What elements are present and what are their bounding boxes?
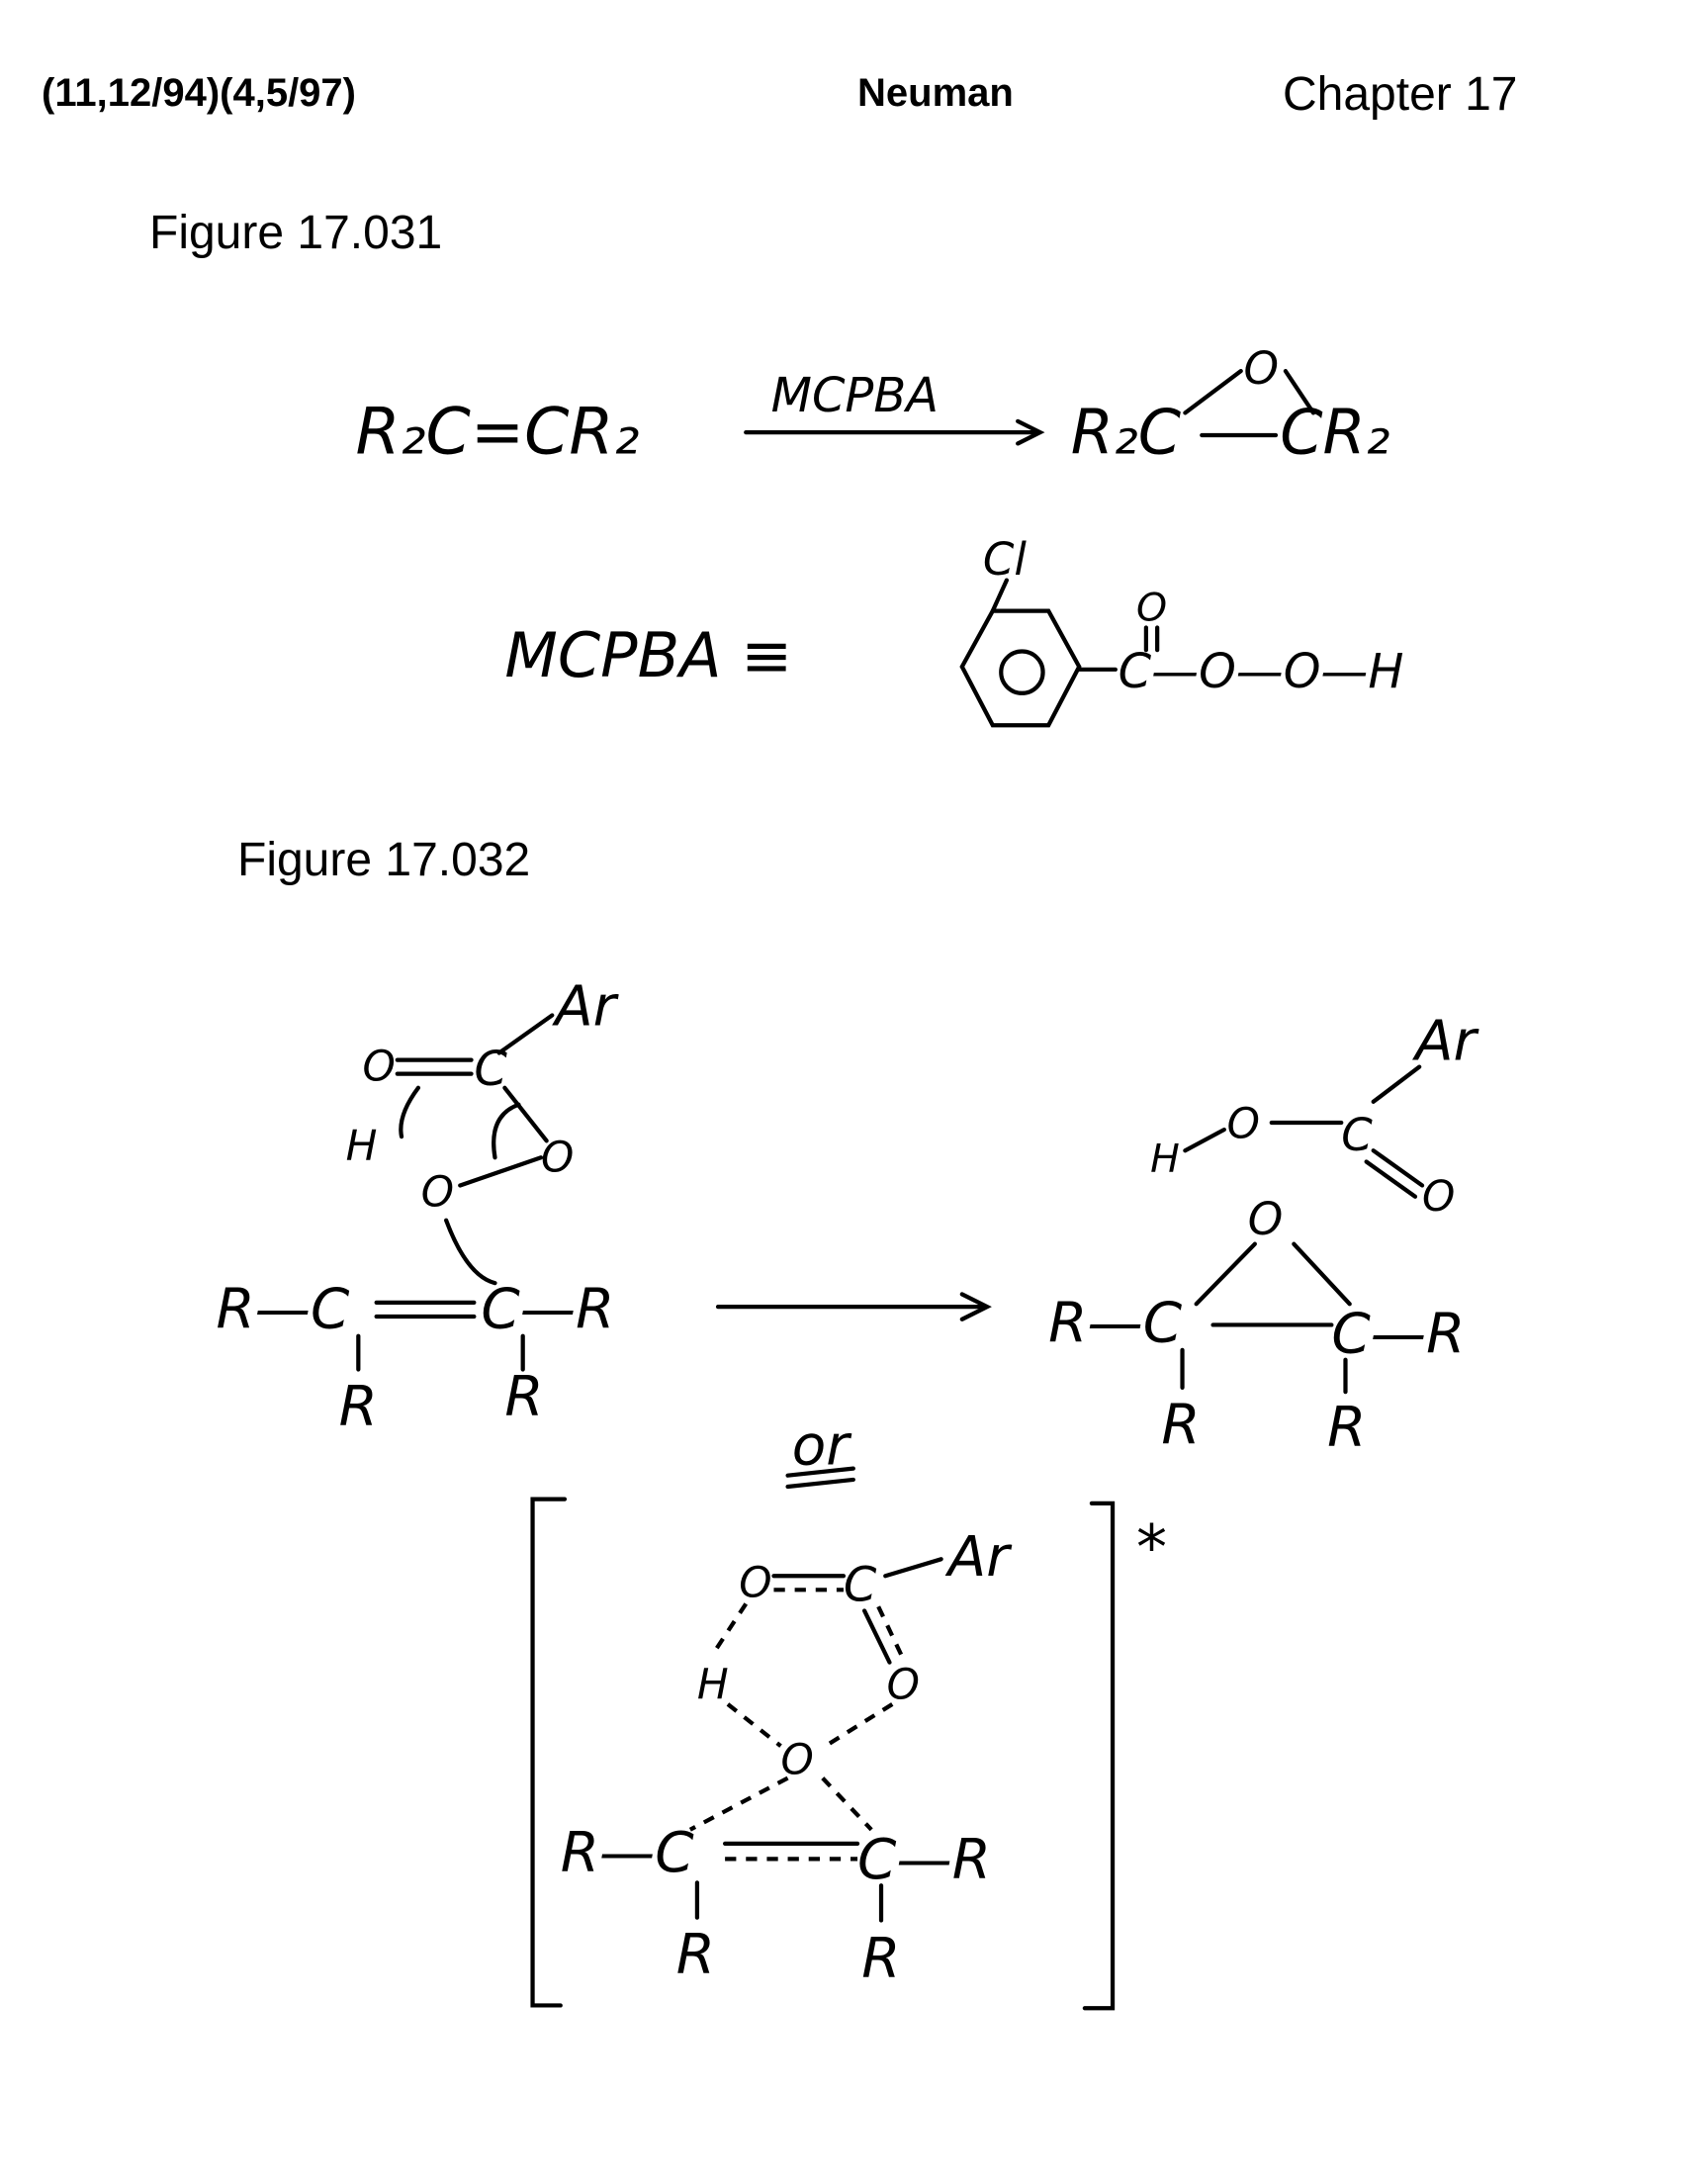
r-substituent-left: R: [1161, 1393, 1200, 1457]
hydroxyl-oxygen: O: [1227, 1100, 1260, 1148]
co-double-2: [1364, 1159, 1418, 1199]
ring-oxygen: O: [541, 1133, 574, 1181]
carbonyl-oxygen: O: [363, 1043, 396, 1091]
epoxide-right-carbon: C—R: [1331, 1303, 1465, 1367]
product-left-carbon: R₂C: [1071, 396, 1182, 468]
h-o-partial-bond: [726, 1702, 782, 1748]
reactant-complex: Ar O C O H O R—C C—R R R: [217, 974, 620, 1439]
co-double-1: [1371, 1148, 1425, 1188]
right-alkene-carbon: C—R: [481, 1277, 614, 1341]
r-substituent-right: R: [504, 1365, 543, 1429]
mcpba-structure: MCPBA ≡ Cl O C—O—O—H: [504, 533, 1404, 728]
curved-arrow: [492, 1102, 521, 1160]
carboxyl-carbon: C: [474, 1043, 507, 1097]
left-bracket: [530, 1497, 568, 2008]
ts-oxygen-2: O: [887, 1660, 920, 1708]
ts-right-carbon: C—R: [857, 1828, 991, 1892]
products: Ar H O C O O R—C C—R R R: [1048, 1010, 1479, 1461]
curved-arrow: [444, 1218, 497, 1286]
c-ar-bond: [1371, 1064, 1422, 1104]
reactant-alkene: R₂C=CR₂: [356, 395, 640, 469]
left-alkene-carbon: R—C: [217, 1277, 351, 1341]
ts-oxygen-1: O: [739, 1558, 771, 1606]
co-partial-bond: [876, 1605, 906, 1661]
epoxide-oxygen: O: [1248, 1193, 1284, 1245]
hydrogen-label: H: [1150, 1136, 1180, 1181]
h-o-bond: [1183, 1127, 1226, 1153]
hydrogen-label: H: [346, 1122, 378, 1170]
aryl-label: Ar: [945, 1525, 1014, 1590]
o-o-bond: [458, 1155, 544, 1188]
aryl-label: Ar: [1412, 1010, 1480, 1074]
transition-state: * Ar O C O H O R—C C—R R R: [530, 1497, 1167, 2011]
curved-arrow: [399, 1085, 421, 1139]
cl-bond: [990, 578, 1010, 613]
reagent-label: MCPBA: [771, 369, 939, 423]
o-o-partial-bond: [824, 1702, 894, 1749]
aromatic-circle: [999, 649, 1045, 695]
epoxidation-reaction: R₂C=CR₂ MCPBA R₂C CR₂ O: [356, 342, 1390, 469]
peracid-chain: C—O—O—H: [1119, 645, 1404, 699]
r-substituent-right: R: [1327, 1396, 1366, 1460]
epoxide-bond-left: [1194, 1241, 1257, 1307]
ts-carbon: C: [844, 1559, 877, 1613]
co-bond: [861, 1608, 892, 1665]
carbonyl-oxygen: O: [1422, 1172, 1455, 1221]
peroxy-oxygen: O: [421, 1168, 454, 1217]
ts-left-carbon: R—C: [561, 1821, 695, 1885]
o-c-partial-bond: [688, 1775, 789, 1832]
epoxide-bond-left: [1183, 368, 1243, 415]
aryl-label: Ar: [552, 974, 620, 1039]
r-substituent-left: R: [339, 1375, 378, 1439]
header-author: Neuman: [857, 71, 1014, 115]
epoxide-oxygen: O: [1244, 342, 1280, 395]
epoxide-left-carbon: R—C: [1048, 1291, 1183, 1355]
mechanism-arrowhead: [959, 1292, 992, 1321]
epoxide-bond-right: [1292, 1241, 1352, 1307]
chlorine-label: Cl: [983, 533, 1027, 586]
c-ar-bond: [496, 1013, 555, 1055]
c-ar-bond: [883, 1557, 943, 1579]
carboxyl-carbon: C: [1341, 1109, 1373, 1161]
carbonyl-oxygen: O: [1136, 585, 1167, 630]
or-underline: [785, 1477, 855, 1490]
or-label: or: [792, 1413, 852, 1478]
c-o-bond: [502, 1085, 549, 1143]
or-underline: [785, 1466, 855, 1478]
ts-oxygen-3: O: [781, 1735, 814, 1783]
transition-state-marker: *: [1136, 1511, 1167, 1584]
header-chapter: Chapter 17: [1283, 68, 1518, 121]
ts-hydrogen: H: [697, 1660, 729, 1708]
o-h-partial-bond: [712, 1602, 749, 1654]
right-bracket: [1082, 1501, 1116, 2011]
benzene-ring: [959, 608, 1082, 728]
figure-title-17-031: Figure 17.031: [149, 207, 443, 259]
figure-title-17-032: Figure 17.032: [237, 834, 531, 886]
product-right-carbon: CR₂: [1280, 396, 1389, 468]
header-dates: (11,12/94)(4,5/97): [42, 71, 356, 115]
mcpba-equivalence-label: MCPBA ≡: [504, 619, 792, 691]
reaction-arrowhead: [1016, 418, 1045, 446]
epoxide-bond-right: [1283, 368, 1316, 415]
o-c-partial-bond: [821, 1776, 873, 1832]
r-substituent-left: R: [676, 1923, 715, 1987]
r-substituent-right: R: [861, 1927, 900, 1991]
